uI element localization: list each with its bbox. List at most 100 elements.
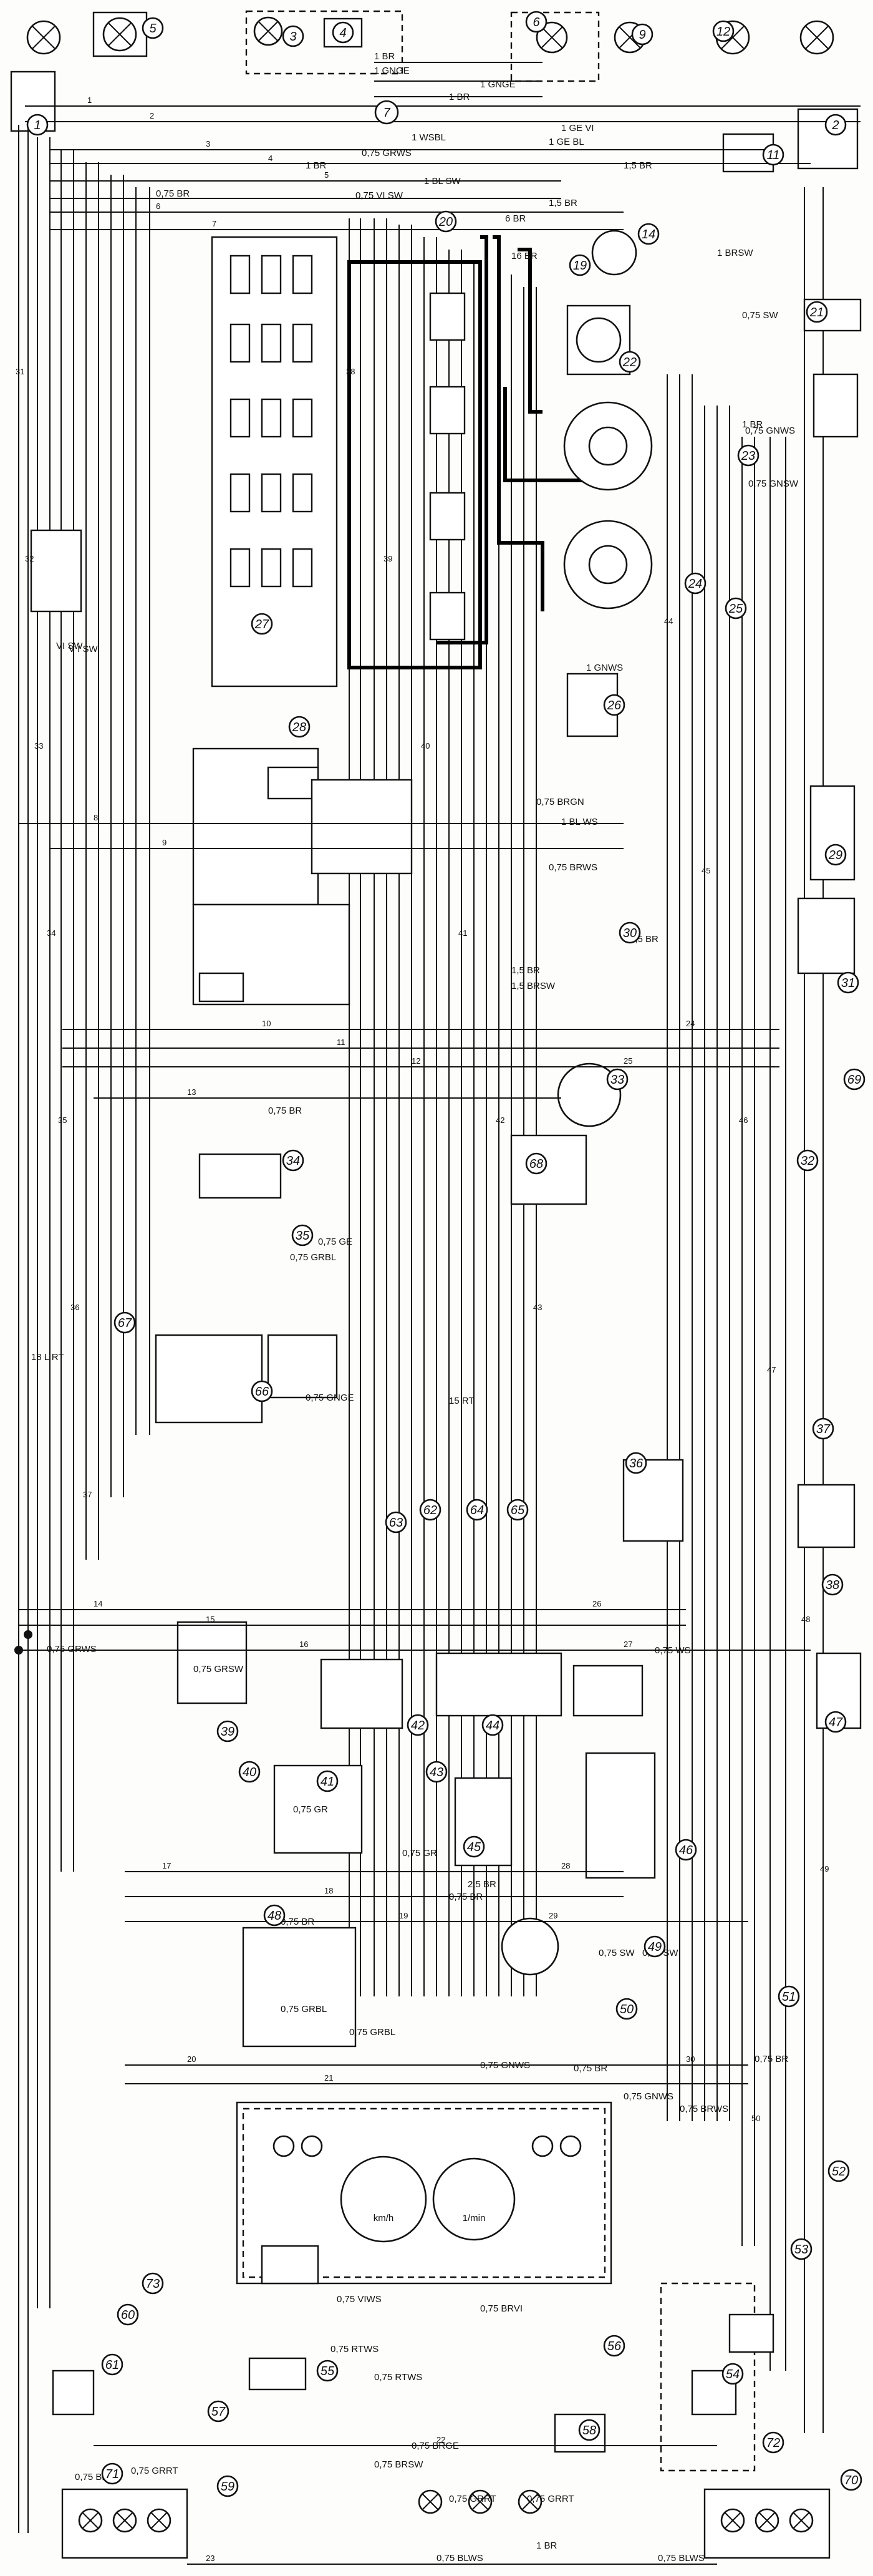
wire-label: 18 L RT [31, 1352, 64, 1363]
horn-relay-right [813, 373, 859, 438]
component-bubble: 57 [207, 2400, 229, 2423]
fuse-10 [229, 473, 251, 513]
wire-number: 45 [702, 866, 710, 875]
wire-label: 0,75 GRWS [362, 148, 412, 158]
wire-number: 41 [458, 928, 467, 938]
svg-text:25: 25 [728, 602, 743, 616]
component-bubble: 29 [824, 843, 847, 866]
wire-number: 12 [412, 1056, 420, 1066]
svg-text:32: 32 [801, 1154, 814, 1168]
rear-light-cluster-right [703, 2488, 831, 2559]
component-bubble: 48 [263, 1904, 286, 1927]
wire-label: 0,75 GRBL [349, 2027, 395, 2038]
top-left-headlamp-group [10, 11, 148, 132]
component-bubble: 19 [569, 254, 591, 276]
wire-label: 1 BR [374, 51, 395, 62]
component-bubble: 45 [463, 1835, 485, 1858]
component-bubble: 40 [238, 1761, 261, 1783]
wire-number: 15 [206, 1615, 215, 1624]
svg-text:7: 7 [383, 106, 390, 120]
svg-text:50: 50 [620, 2003, 634, 2016]
light-switch-block [454, 1777, 513, 1867]
wire-label: 1 GNGE [374, 66, 410, 76]
left-rear-connector [52, 2369, 95, 2416]
component-bubble: 53 [790, 2238, 813, 2260]
svg-text:33: 33 [610, 1073, 624, 1087]
component-bubble: 73 [142, 2272, 164, 2295]
speedometer-unit: km/h [374, 2213, 394, 2224]
wire-number: 27 [624, 1640, 632, 1649]
svg-text:21: 21 [809, 306, 824, 319]
component-bubble: 32 [796, 1149, 819, 1172]
dome-lamp [557, 1062, 622, 1127]
multi-pin-connector-2 [435, 1652, 562, 1717]
wire-label: 1 WSBL [412, 132, 446, 143]
svg-text:14: 14 [642, 228, 655, 241]
wire-label: 0,75 GRRT [449, 2494, 496, 2504]
wire-label: 0,75 SW [742, 310, 778, 321]
wire-number: 29 [549, 1911, 557, 1920]
svg-text:53: 53 [794, 2243, 808, 2257]
wire-label: 1,5 BR [624, 160, 652, 171]
top-center-switch-housing [245, 10, 403, 75]
svg-text:27: 27 [254, 618, 269, 631]
component-bubble: 38 [821, 1573, 844, 1596]
wire-label: 1 GE VI [561, 123, 594, 134]
svg-text:52: 52 [832, 2165, 846, 2179]
right-rear-connector [797, 1484, 856, 1548]
wire-number: 11 [337, 1038, 345, 1047]
component-bubble: 61 [101, 2353, 123, 2376]
wire-number: 10 [262, 1019, 271, 1028]
center-vertical-harness [349, 218, 537, 1996]
heater-fan-resistor [198, 972, 244, 1003]
right-mid-components [510, 785, 862, 1729]
svg-text:57: 57 [211, 2405, 226, 2419]
component-bubble: 35 [291, 1224, 314, 1247]
wire-number: 26 [592, 1599, 601, 1608]
wire-number: 6 [156, 202, 160, 211]
svg-text:23: 23 [741, 449, 755, 463]
right-vertical-harness [667, 187, 824, 2433]
wire-label: 16 BR [511, 251, 538, 261]
svg-text:54: 54 [726, 2368, 740, 2381]
wire-number: 34 [47, 928, 55, 938]
svg-text:61: 61 [105, 2358, 119, 2372]
wire-label: 0,75 BR [449, 1892, 483, 1902]
wire-label: 0,75 BR [156, 188, 190, 199]
component-bubble: 42 [407, 1714, 429, 1736]
svg-text:71: 71 [105, 2467, 119, 2481]
svg-text:49: 49 [648, 1940, 662, 1954]
svg-text:59: 59 [221, 2480, 234, 2494]
fuse-15 [292, 548, 313, 588]
wire-label: 6 BR [505, 213, 526, 224]
svg-text:70: 70 [844, 2474, 858, 2487]
wire-label: 0,75 GRBL [281, 2004, 327, 2015]
wire-label: 1 BL SW [424, 176, 461, 187]
svg-text:31: 31 [841, 976, 855, 990]
svg-text:34: 34 [286, 1154, 300, 1168]
warning-lamp-2 [301, 2135, 323, 2157]
component-bubble: 25 [725, 597, 747, 620]
wire-label: 0,75 GNGE [306, 1392, 354, 1403]
component-bubble: 9 [631, 23, 654, 46]
svg-text:28: 28 [292, 721, 306, 734]
svg-text:69: 69 [847, 1073, 861, 1087]
wire-label: 0,75 GR [293, 1804, 328, 1815]
wire-label: 0,75 BRGE [412, 2441, 459, 2451]
wire-number: 25 [624, 1056, 632, 1066]
svg-text:12: 12 [716, 25, 730, 39]
alternator-starter-group [563, 230, 862, 737]
wire-number-layer: 1234567891011121314151617181920212223242… [16, 95, 829, 2563]
component-bubble: 59 [216, 2475, 239, 2497]
svg-text:4: 4 [339, 26, 346, 40]
wire-number: 36 [70, 1303, 79, 1312]
wire-number: 35 [58, 1115, 67, 1125]
wire-number: 16 [299, 1640, 308, 1649]
component-bubble: 65 [506, 1499, 529, 1521]
fuel-pump-relay [728, 2313, 774, 2353]
fuse-1 [229, 255, 251, 294]
component-bubble: 66 [251, 1380, 273, 1402]
svg-text:62: 62 [423, 1504, 437, 1517]
wire-number: 40 [421, 741, 430, 751]
